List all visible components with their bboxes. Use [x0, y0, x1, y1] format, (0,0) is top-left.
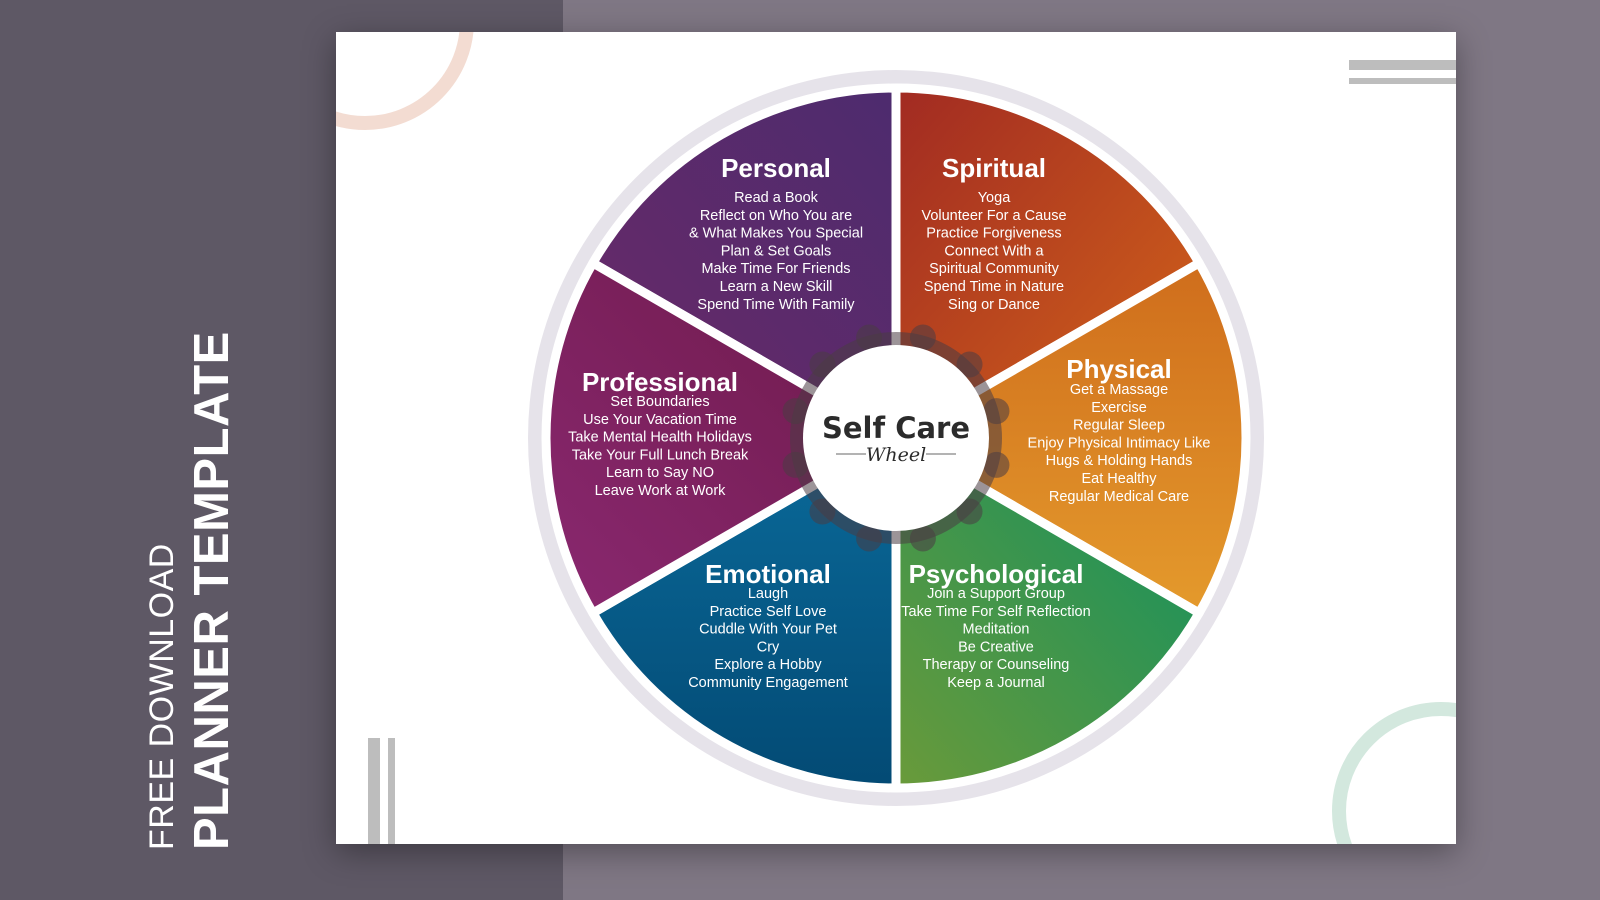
segment-physical	[891, 258, 1251, 618]
segment-item-psychological: Join a Support Group	[927, 586, 1065, 602]
segment-item-spiritual: Practice Forgiveness	[926, 226, 1061, 242]
segment-personal	[588, 83, 901, 443]
side-title-line1: FREE DOWNLOAD	[143, 543, 181, 850]
hub-gear-tooth	[809, 351, 836, 378]
segment-title-spiritual: Spiritual	[942, 153, 1046, 183]
segment-item-professional: Set Boundaries	[610, 394, 709, 410]
segment-item-physical: Regular Sleep	[1073, 418, 1165, 434]
decorative-bar-bottom-left-1	[368, 738, 380, 844]
segment-item-spiritual: Spiritual Community	[929, 261, 1059, 277]
segment-item-emotional: Laugh	[748, 586, 788, 602]
hub-gear-tooth	[856, 324, 883, 351]
segment-professional	[541, 258, 901, 618]
hub-gear-tooth	[909, 525, 936, 552]
segment-spiritual	[891, 83, 1204, 443]
side-title-line2: PLANNER TEMPLATE	[185, 331, 239, 850]
wheel-hub	[803, 345, 989, 531]
hub-gear-tooth	[809, 498, 836, 525]
segment-title-emotional: Emotional	[705, 559, 831, 589]
segment-item-emotional: Explore a Hobby	[714, 657, 822, 673]
segment-item-spiritual: Connect With a	[944, 243, 1044, 259]
segment-item-physical: Eat Healthy	[1082, 471, 1158, 487]
wheel-center-subtitle: Wheel	[866, 444, 926, 466]
segment-item-physical: Regular Medical Care	[1049, 489, 1189, 505]
hub-gear-tooth	[983, 398, 1010, 425]
hub-gear-tooth	[983, 451, 1010, 478]
segment-item-personal: Plan & Set Goals	[721, 243, 831, 259]
segment-item-physical: Enjoy Physical Intimacy Like	[1028, 435, 1211, 451]
segment-item-professional: Use Your Vacation Time	[583, 412, 737, 428]
hub-gear-tooth	[956, 498, 983, 525]
segment-item-personal: Spend Time With Family	[697, 297, 855, 313]
segment-item-personal: & What Makes You Special	[689, 226, 863, 242]
segment-item-psychological: Meditation	[963, 622, 1030, 638]
decorative-bar-top-right-1	[1349, 60, 1456, 70]
segment-item-psychological: Take Time For Self Reflection	[901, 604, 1090, 620]
segment-item-physical: Hugs & Holding Hands	[1046, 453, 1193, 469]
decorative-bar-bottom-left-2	[388, 738, 395, 844]
decorative-bar-top-right-2	[1349, 78, 1456, 84]
segment-item-spiritual: Spend Time in Nature	[924, 279, 1064, 295]
hub-gear-tooth	[782, 451, 809, 478]
segment-item-emotional: Cuddle With Your Pet	[699, 622, 837, 638]
segment-item-emotional: Community Engagement	[688, 675, 848, 691]
hub-gear-tooth	[956, 351, 983, 378]
segment-item-psychological: Therapy or Counseling	[923, 657, 1070, 673]
segment-item-physical: Exercise	[1091, 400, 1147, 416]
segment-title-professional: Professional	[582, 367, 738, 397]
segment-item-personal: Learn a New Skill	[720, 279, 833, 295]
segment-item-professional: Take Your Full Lunch Break	[572, 447, 749, 463]
segment-item-spiritual: Sing or Dance	[948, 297, 1040, 313]
segment-item-personal: Make Time For Friends	[701, 261, 850, 277]
segment-title-psychological: Psychological	[909, 559, 1084, 589]
side-title: FREE DOWNLOAD PLANNER TEMPLATE	[141, 331, 241, 850]
segment-item-emotional: Practice Self Love	[710, 604, 827, 620]
segment-title-personal: Personal	[721, 153, 831, 183]
segment-item-psychological: Keep a Journal	[947, 675, 1045, 691]
segment-item-spiritual: Volunteer For a Cause	[921, 208, 1066, 224]
hub-gear-tooth	[909, 324, 936, 351]
segment-item-personal: Read a Book	[734, 190, 819, 206]
segment-item-professional: Take Mental Health Holidays	[568, 430, 752, 446]
hub-gear-tooth	[782, 398, 809, 425]
segment-item-spiritual: Yoga	[978, 190, 1011, 206]
segment-emotional	[588, 433, 901, 793]
segment-psychological	[891, 433, 1204, 793]
segment-title-physical: Physical	[1066, 354, 1172, 384]
segment-item-personal: Reflect on Who You are	[700, 208, 852, 224]
segment-item-emotional: Cry	[757, 639, 780, 655]
hub-gear-tooth	[856, 525, 883, 552]
segment-item-physical: Get a Massage	[1070, 382, 1168, 398]
segment-item-psychological: Be Creative	[958, 639, 1034, 655]
segment-item-professional: Leave Work at Work	[595, 483, 727, 499]
segment-item-professional: Learn to Say NO	[606, 465, 714, 481]
wheel-center-title: Self Care	[822, 411, 970, 445]
